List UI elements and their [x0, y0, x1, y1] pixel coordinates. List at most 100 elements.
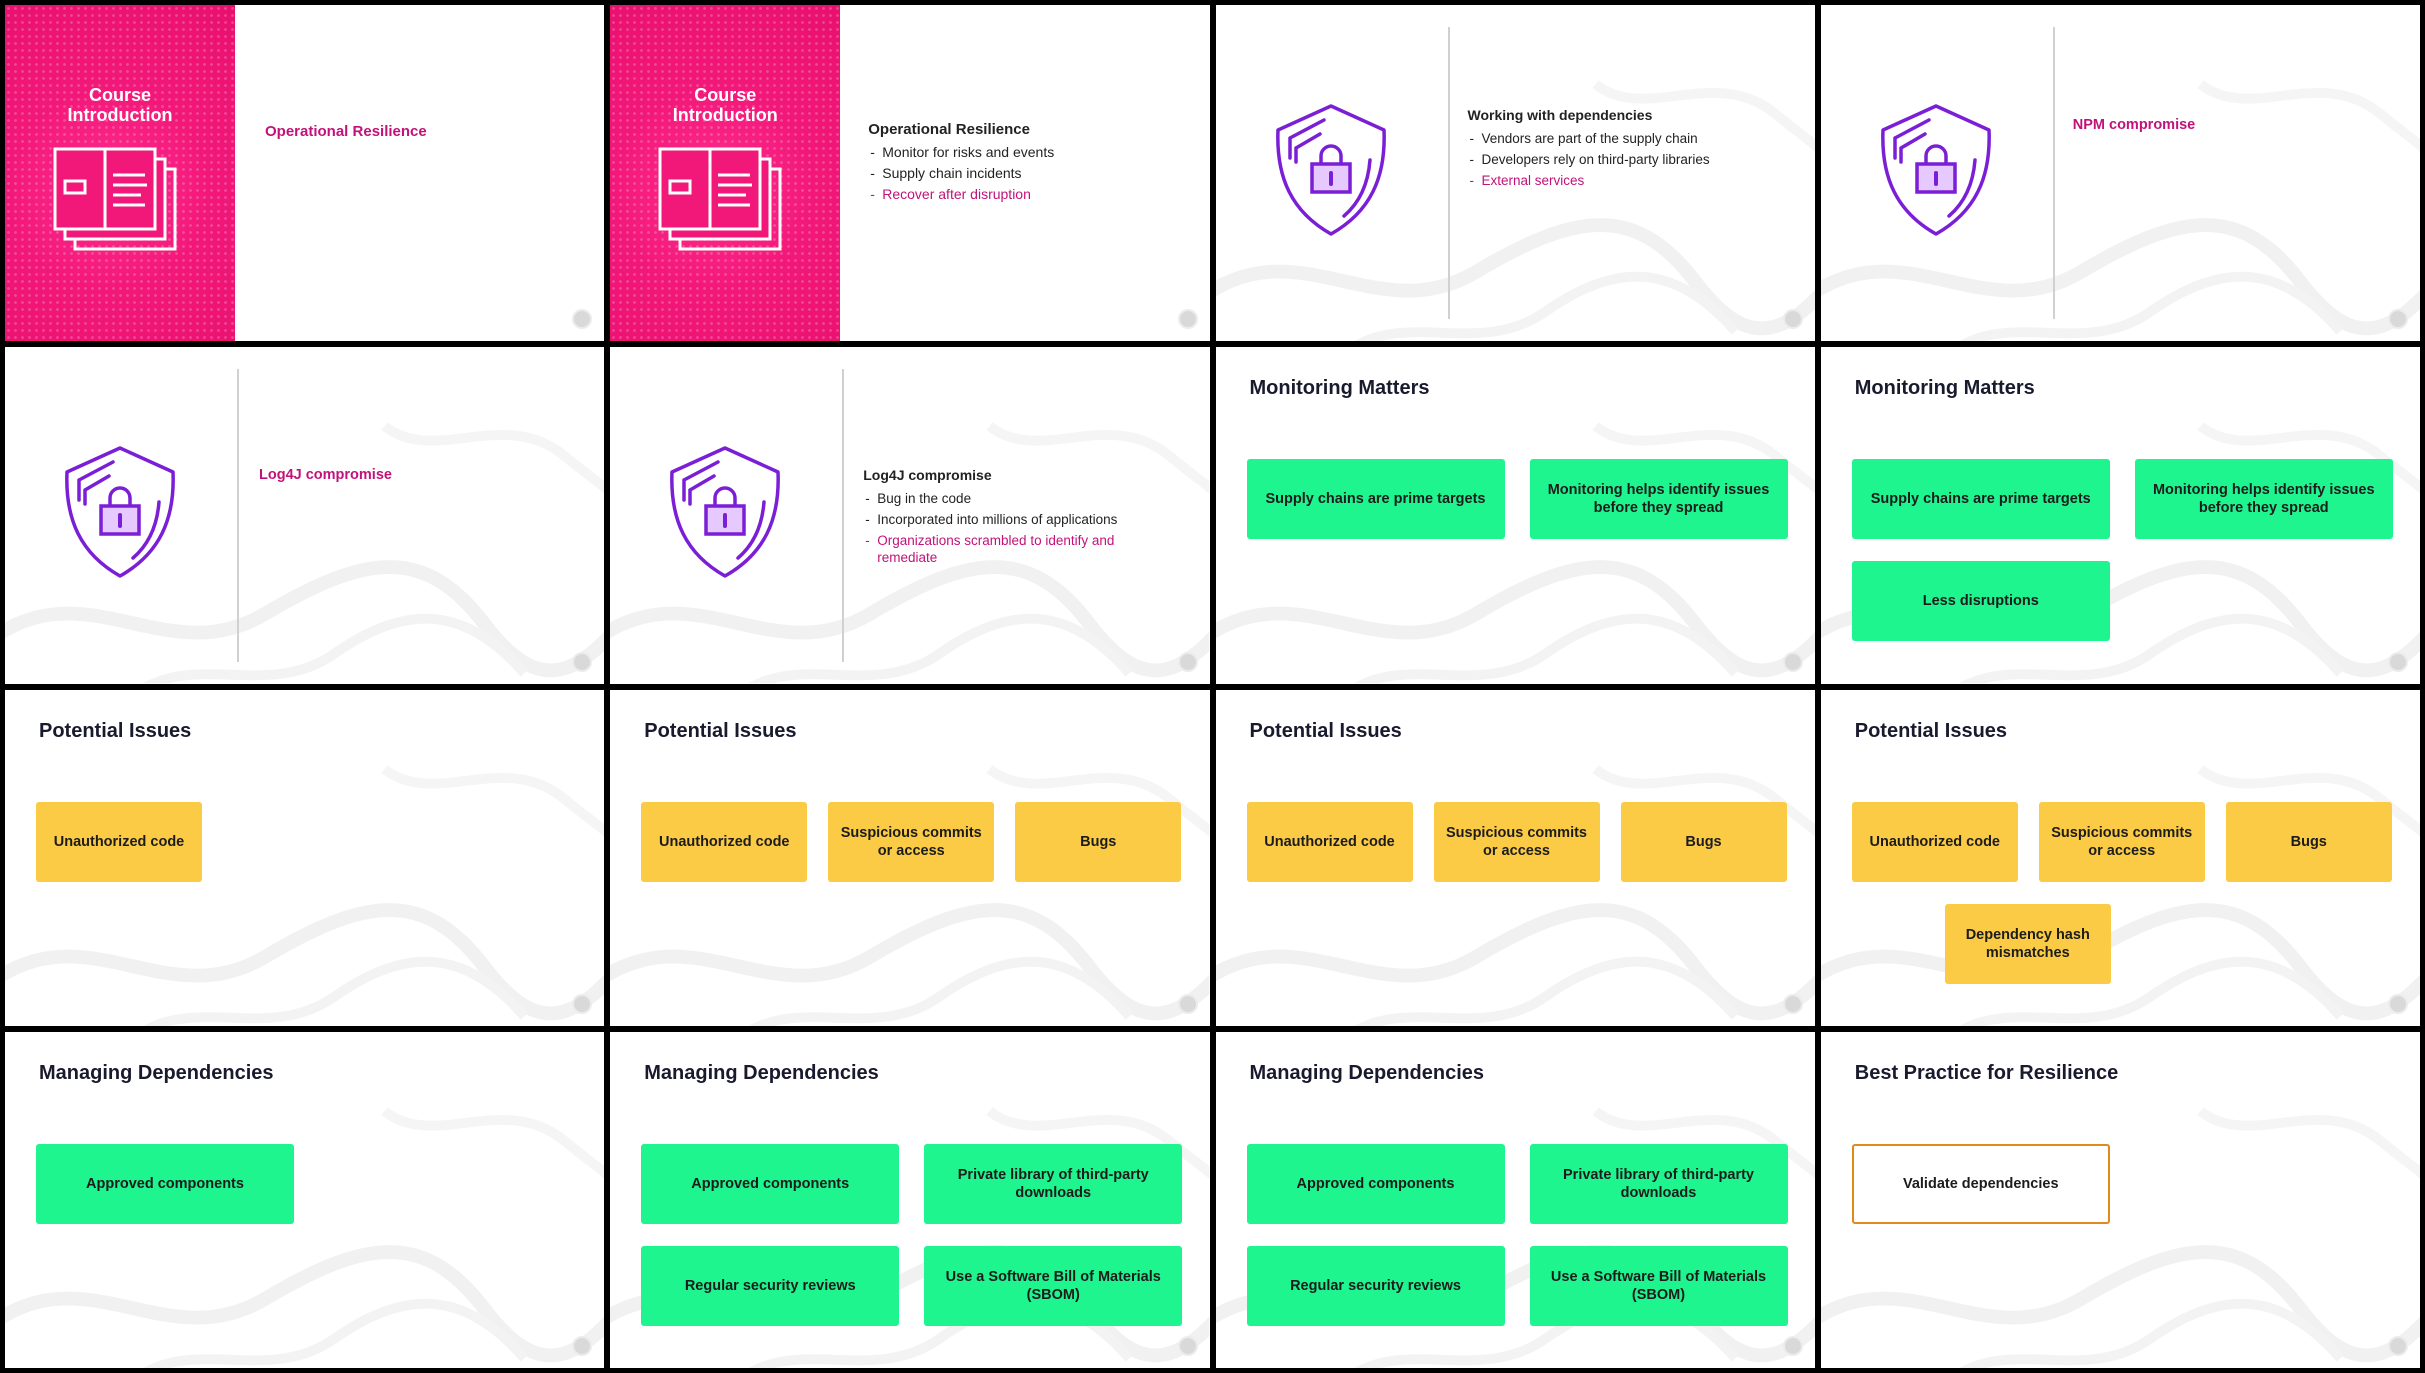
slide-heading: Managing Dependencies — [39, 1061, 274, 1084]
bullet-list: Log4J compromise Bug in the code Incorpo… — [863, 465, 1163, 566]
slide-thumbnail-5[interactable]: Log4J compromise — [5, 347, 605, 684]
shield-lock-icon — [1871, 100, 2001, 240]
slide-text: Operational Resilience — [265, 123, 427, 140]
bullet-title: Operational Resilience — [868, 121, 1030, 138]
watermark-icon — [1177, 993, 1198, 1014]
watermark-icon — [572, 1336, 593, 1356]
slide-heading: Best Practice for Resilience — [1854, 1061, 2119, 1084]
slide-thumbnail-12[interactable]: Potential Issues Unauthorized code Suspi… — [1820, 689, 2420, 1026]
content-box: Bugs — [2225, 801, 2392, 882]
slide-thumbnail-9[interactable]: Potential Issues Unauthorized code — [5, 689, 605, 1026]
content-box: Approved components — [641, 1143, 900, 1224]
slide-thumbnail-13[interactable]: Managing Dependencies Approved component… — [5, 1031, 605, 1368]
slide-heading: Managing Dependencies — [644, 1061, 879, 1084]
content-box: Use a Software Bill of Materials (SBOM) — [924, 1245, 1183, 1326]
bullet-item: Vendors are part of the supply chain — [1468, 128, 1710, 149]
slide-thumbnail-8[interactable]: Monitoring Matters Supply chains are pri… — [1820, 347, 2420, 684]
bullet-item: Developers rely on third-party libraries — [1468, 149, 1710, 170]
bullet-list: Working with dependencies Vendors are pa… — [1468, 105, 1710, 191]
slide-thumbnail-7[interactable]: Monitoring Matters Supply chains are pri… — [1215, 347, 1815, 684]
divider — [842, 369, 845, 662]
content-box: Bugs — [1015, 801, 1182, 882]
content-box: Suspicious commits or access — [828, 801, 995, 882]
slide-thumbnail-15[interactable]: Managing Dependencies Approved component… — [1215, 1031, 1815, 1368]
slide-thumbnail-14[interactable]: Managing Dependencies Approved component… — [610, 1031, 1210, 1368]
bullet-item: Incorporated into millions of applicatio… — [863, 509, 1163, 530]
bullet-item: External services — [1468, 170, 1710, 191]
slide-thumbnail-3[interactable]: Working with dependencies Vendors are pa… — [1215, 5, 1815, 342]
content-box: Approved components — [1246, 1143, 1505, 1224]
content-box: Supply chains are prime targets — [1851, 459, 2110, 540]
content-box: Suspicious commits or access — [1433, 801, 1600, 882]
content-box: Approved components — [36, 1143, 294, 1224]
slide-thumbnail-16[interactable]: Best Practice for Resilience Validate de… — [1820, 1031, 2420, 1368]
content-box: Unauthorized code — [641, 801, 808, 882]
content-box: Monitoring helps identify issues before … — [2134, 459, 2393, 540]
content-box: Unauthorized code — [36, 801, 202, 882]
watermark-icon — [572, 309, 593, 330]
watermark-icon — [1177, 651, 1198, 672]
slide-heading: Potential Issues — [644, 719, 797, 742]
divider — [237, 369, 239, 662]
content-box: Private library of third-party downloads — [924, 1143, 1183, 1224]
slide-heading: Monitoring Matters — [1854, 377, 2035, 400]
shield-lock-icon — [660, 442, 790, 582]
watermark-icon — [1177, 309, 1198, 330]
content-box: Suspicious commits or access — [2038, 801, 2205, 882]
documents-icon — [658, 145, 788, 255]
content-box: Private library of third-party downloads — [1529, 1143, 1788, 1224]
content-box: Bugs — [1620, 801, 1787, 882]
slide-text: NPM compromise — [2072, 117, 2196, 133]
bullet-item: Recover after disruption — [868, 184, 1054, 205]
slide-heading: Potential Issues — [1249, 719, 1402, 742]
content-box: Regular security reviews — [641, 1245, 900, 1326]
watermark-icon — [2388, 993, 2408, 1014]
watermark-icon — [2388, 309, 2408, 330]
watermark-icon — [572, 993, 593, 1014]
divider — [1447, 27, 1450, 320]
watermark-icon — [1782, 993, 1803, 1014]
watermark-icon — [1782, 309, 1803, 330]
content-box: Monitoring helps identify issues before … — [1529, 459, 1788, 540]
slide-heading: Managing Dependencies — [1249, 1061, 1485, 1084]
bullet-item: Monitor for risks and events — [868, 142, 1054, 163]
slide-thumbnail-10[interactable]: Potential Issues Unauthorized code Suspi… — [610, 689, 1210, 1026]
slide-thumbnail-11[interactable]: Potential Issues Unauthorized code Suspi… — [1215, 689, 1815, 1026]
shield-lock-icon — [55, 442, 185, 582]
bullet-list: Operational Resilience Monitor for risks… — [868, 119, 1054, 205]
bullet-title: Log4J compromise — [863, 467, 992, 484]
slide-thumbnail-4[interactable]: NPM compromise — [1820, 5, 2420, 342]
documents-icon — [53, 145, 183, 255]
watermark-icon — [572, 651, 593, 672]
slide-heading: Monitoring Matters — [1249, 377, 1430, 400]
bullet-item: Supply chain incidents — [868, 163, 1054, 184]
slide-thumbnail-6[interactable]: Log4J compromise Bug in the code Incorpo… — [610, 347, 1210, 684]
content-box: Less disruptions — [1851, 561, 2110, 642]
content-box: Unauthorized code — [1246, 801, 1413, 882]
watermark-icon — [1782, 651, 1803, 672]
content-box: Validate dependencies — [1851, 1143, 2110, 1224]
content-box: Supply chains are prime targets — [1246, 459, 1505, 540]
bullet-title: Working with dependencies — [1467, 107, 1653, 123]
watermark-icon — [2388, 651, 2408, 672]
bullet-item: Organizations scrambled to identify and … — [863, 532, 1163, 566]
content-box: Unauthorized code — [1851, 801, 2018, 882]
divider — [2052, 27, 2055, 320]
bullet-item: Bug in the code — [863, 488, 1163, 509]
content-box: Regular security reviews — [1246, 1245, 1505, 1326]
slide-heading: Potential Issues — [39, 719, 192, 742]
watermark-icon — [1782, 1336, 1803, 1356]
watermark-icon — [2388, 1336, 2408, 1356]
content-box: Dependency hash mismatches — [1944, 903, 2111, 984]
shield-lock-icon — [1266, 100, 1396, 240]
content-box: Use a Software Bill of Materials (SBOM) — [1529, 1245, 1788, 1326]
slide-heading: Potential Issues — [1854, 719, 2008, 742]
watermark-icon — [1177, 1336, 1198, 1356]
